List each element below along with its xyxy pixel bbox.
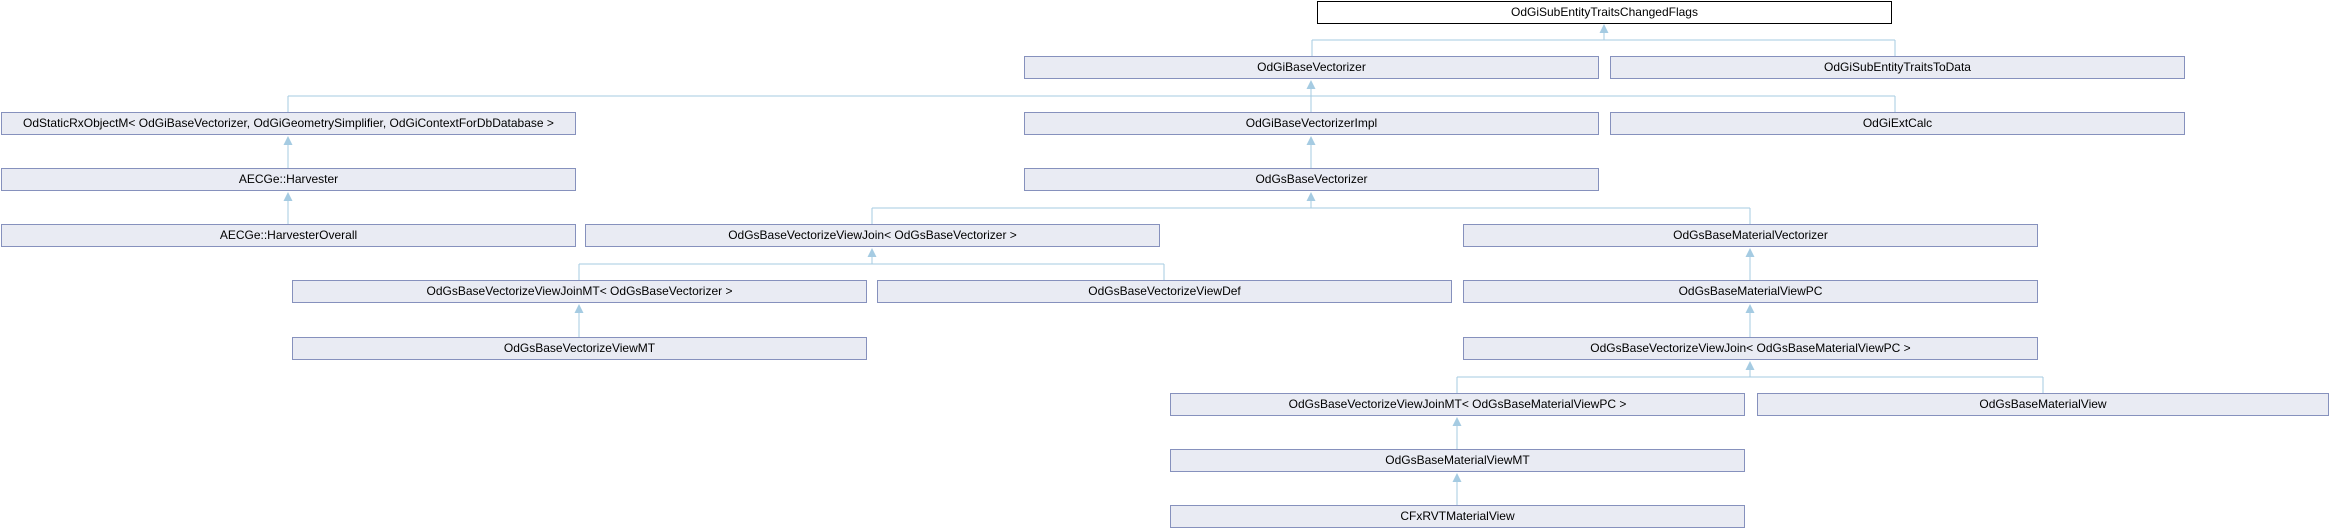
class-node-odgs-base-vectorize-view-join-mt-base[interactable]: OdGsBaseVectorizeViewJoinMT< OdGsBaseVec… [292, 280, 867, 303]
class-node-odgs-base-vectorize-view-def[interactable]: OdGsBaseVectorizeViewDef [877, 280, 1452, 303]
class-node-odgi-sub-entity-traits-changed-flags: OdGiSubEntityTraitsChangedFlags [1317, 1, 1892, 24]
class-node-odgs-base-vectorize-view-join-pc[interactable]: OdGsBaseVectorizeViewJoin< OdGsBaseMater… [1463, 337, 2038, 360]
class-node-odgs-base-vectorize-view-join-base[interactable]: OdGsBaseVectorizeViewJoin< OdGsBaseVecto… [585, 224, 1160, 247]
class-node-odgs-base-vectorize-view-join-mt-pc[interactable]: OdGsBaseVectorizeViewJoinMT< OdGsBaseMat… [1170, 393, 1745, 416]
class-node-aecge-harvester[interactable]: AECGe::Harvester [1, 168, 576, 191]
class-node-odgi-base-vectorizer-impl[interactable]: OdGiBaseVectorizerImpl [1024, 112, 1599, 135]
class-node-odgs-base-material-view-mt[interactable]: OdGsBaseMaterialViewMT [1170, 449, 1745, 472]
class-node-cfx-rvt-material-view[interactable]: CFxRVTMaterialView [1170, 505, 1745, 528]
class-node-odgs-base-material-vectorizer[interactable]: OdGsBaseMaterialVectorizer [1463, 224, 2038, 247]
class-node-odgs-base-material-view[interactable]: OdGsBaseMaterialView [1757, 393, 2329, 416]
class-node-od-static-rx-object-m[interactable]: OdStaticRxObjectM< OdGiBaseVectorizer, O… [1, 112, 576, 135]
class-node-aecge-harvester-overall[interactable]: AECGe::HarvesterOverall [1, 224, 576, 247]
class-node-odgi-base-vectorizer[interactable]: OdGiBaseVectorizer [1024, 56, 1599, 79]
class-node-odgs-base-material-view-pc[interactable]: OdGsBaseMaterialViewPC [1463, 280, 2038, 303]
class-node-odgs-base-vectorize-view-mt[interactable]: OdGsBaseVectorizeViewMT [292, 337, 867, 360]
class-node-odgi-sub-entity-traits-to-data[interactable]: OdGiSubEntityTraitsToData [1610, 56, 2185, 79]
class-node-odgi-ext-calc[interactable]: OdGiExtCalc [1610, 112, 2185, 135]
class-node-odgs-base-vectorizer[interactable]: OdGsBaseVectorizer [1024, 168, 1599, 191]
